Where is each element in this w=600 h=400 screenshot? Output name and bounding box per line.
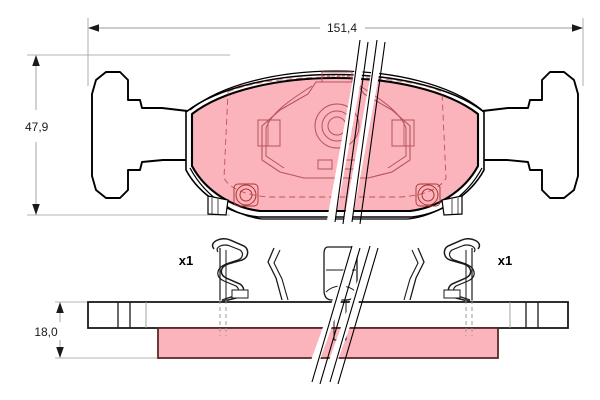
arrowhead-right <box>572 24 583 32</box>
boss-tab-left <box>317 159 333 170</box>
wire-spring-left-b <box>273 249 289 301</box>
retaining-clip-left-shape <box>211 237 249 306</box>
front-view-brake-pad <box>91 39 579 225</box>
boss-lug-right <box>391 119 415 147</box>
wire-spring-right-a <box>409 247 425 301</box>
rivet-hole-left-inner <box>239 188 253 202</box>
clip-left-curve-outer <box>211 237 249 303</box>
rivet-hole-right-outer <box>417 184 439 206</box>
center-hole-outer <box>314 103 360 149</box>
arrowhead-left <box>88 24 99 32</box>
section-break-side <box>322 245 379 385</box>
arrowhead-bottom <box>32 204 40 215</box>
chamfer-arc-top <box>189 70 483 111</box>
break-edge-side-a <box>329 245 371 383</box>
boss-lug-left <box>257 119 281 147</box>
side-section-view <box>87 245 569 385</box>
dimension-label-thickness: 18,0 <box>34 325 58 339</box>
section-break-front <box>344 39 386 225</box>
boss-wing-left <box>265 85 313 169</box>
break-edge-side-b <box>337 247 379 385</box>
break-edge-front-b <box>359 41 386 225</box>
break-edge-front-2a <box>334 39 361 223</box>
dimension-length-151-4: 151,4 <box>87 18 584 86</box>
clip-right-foot <box>443 289 461 299</box>
dimension-label-length: 151,4 <box>327 21 357 35</box>
quantity-label-left-clip: x1 <box>179 253 193 268</box>
rivet-seat-left <box>233 183 259 207</box>
break-edge-side-2a <box>311 245 353 383</box>
quantity-label-right-clip: x1 <box>498 253 512 268</box>
rivet-hole-right-inner <box>421 188 435 202</box>
dimension-label-height: 47,9 <box>25 120 49 134</box>
clip-right-curve-outer <box>443 237 481 303</box>
break-edge-front-a <box>351 39 378 223</box>
break-edge-side-2b <box>319 247 361 385</box>
thickness-arrowhead-bottom <box>56 347 64 358</box>
wire-spring-right-b <box>403 249 419 301</box>
retaining-clip-right-shape <box>443 237 481 306</box>
wire-spring-left-a <box>267 247 283 301</box>
section-break-front-2 <box>327 39 369 225</box>
rivet-hole-left-outer <box>235 184 257 206</box>
rivet-seat-right <box>415 183 441 207</box>
clip-left-foot <box>231 289 249 299</box>
section-break-side-2 <box>304 245 361 385</box>
arrowhead-top <box>32 55 40 66</box>
dimension-height-47-9: 47,9 <box>25 54 230 216</box>
thickness-arrowhead-top <box>56 302 64 313</box>
boss-top-notch <box>321 71 353 82</box>
break-edge-front-2b <box>342 41 369 225</box>
